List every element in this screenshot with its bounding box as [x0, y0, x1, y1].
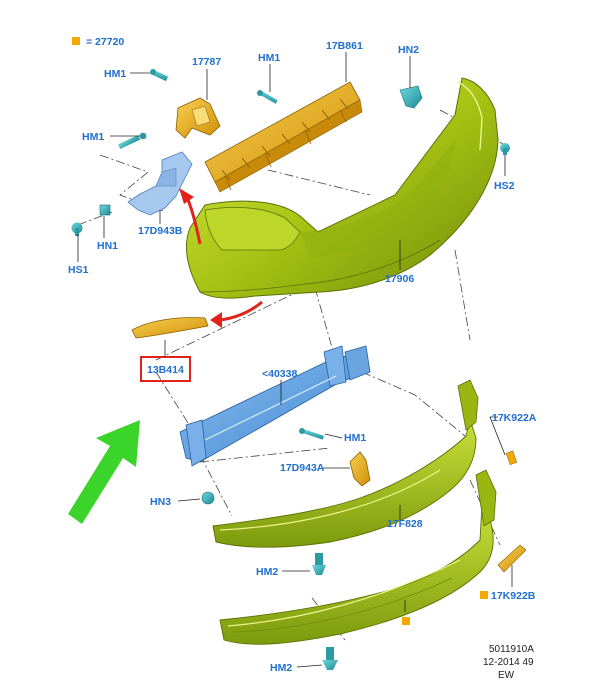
label-hn2: HN2 — [398, 44, 419, 56]
drawing-id: 5011910A 12-2014 49 EW — [483, 644, 534, 681]
nut-icon — [201, 491, 215, 505]
label-hm2-b: HM2 — [270, 662, 292, 674]
label-hm1-a: HM1 — [104, 68, 126, 80]
label-17f828: 17F828 — [387, 518, 423, 530]
screw-icon — [500, 143, 510, 155]
label-17906: 17906 — [385, 273, 414, 285]
clip-icon — [322, 647, 338, 670]
reflector — [131, 317, 209, 339]
leader-lines — [77, 52, 513, 668]
drawing-date: 12-2014 49 — [483, 657, 534, 668]
impact-absorber — [204, 81, 363, 193]
label-17k922a: 17K922A — [492, 412, 537, 424]
label-hn1: HN1 — [97, 240, 118, 252]
nut-icon — [399, 85, 423, 109]
fasteners — [71, 69, 510, 670]
nut-icon — [99, 204, 111, 216]
clip-17k922b — [497, 544, 527, 573]
label-40338: <40338 — [262, 368, 297, 380]
label-17b861: 17B861 — [326, 40, 363, 52]
screw-icon — [150, 69, 169, 82]
label-17d943b: 17D943B — [138, 225, 183, 237]
legend-marker-icon — [480, 591, 488, 599]
drawing-number: 5011910A — [489, 644, 534, 655]
lower-cover-upper — [212, 379, 479, 548]
rear-bumper-cover — [185, 77, 499, 299]
legend-marker-icon — [402, 617, 410, 625]
label-hs2: HS2 — [494, 180, 515, 192]
lower-valance — [219, 469, 497, 645]
screw-icon — [299, 428, 325, 440]
label-17d943a: 17D943A — [280, 462, 325, 474]
screw-icon — [118, 132, 147, 149]
screw-icon — [257, 90, 278, 104]
label-hs1: HS1 — [68, 264, 89, 276]
label-hm1-b: HM1 — [258, 52, 280, 64]
reinforcement-beam — [179, 345, 371, 467]
upper-bracket — [175, 97, 221, 139]
clip-17k922a — [505, 450, 518, 465]
legend-square-icon — [72, 37, 80, 45]
label-17k922b: 17K922B — [491, 590, 536, 602]
label-hm1-d: HM1 — [344, 432, 366, 444]
label-hm2-a: HM2 — [256, 566, 278, 578]
highlight-box — [140, 356, 191, 382]
red-arrows — [179, 188, 263, 328]
green-arrow-icon — [68, 420, 140, 524]
part-labels: HM1 17787 HM1 17B861 HN2 HS2 HM1 17D943B… — [68, 40, 537, 674]
clip-icon — [312, 553, 326, 575]
label-hn3: HN3 — [150, 496, 171, 508]
side-bracket-left — [127, 151, 193, 216]
drawing-code: EW — [498, 670, 515, 681]
label-hm1-c: HM1 — [82, 131, 104, 143]
side-bracket-right — [349, 451, 371, 487]
label-13b414: 13B414 — [147, 364, 184, 376]
label-17787: 17787 — [192, 56, 221, 68]
screw-icon — [71, 222, 83, 236]
legend-label: = 27720 — [86, 36, 124, 48]
